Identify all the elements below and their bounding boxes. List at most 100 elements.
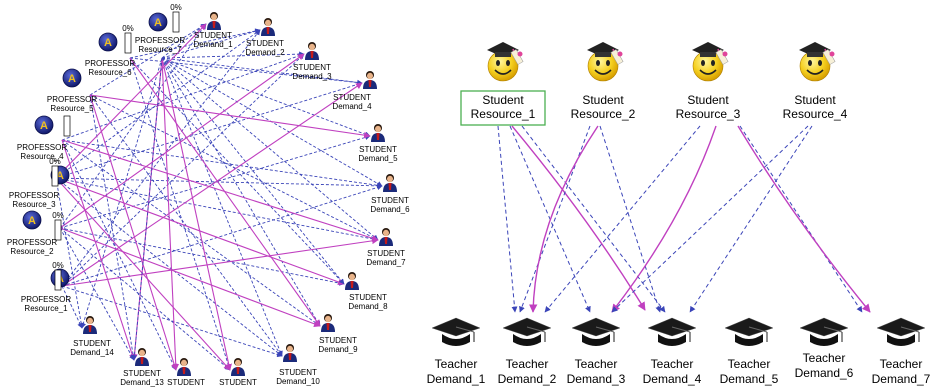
solid-assignment-edge (55, 23, 207, 179)
student-demand-label: Demand_1 (193, 40, 233, 49)
resource-label: Student (482, 93, 524, 107)
graduate-smiley-icon (587, 42, 624, 82)
dashed-assignment-edge (129, 57, 232, 371)
student-person-icon (383, 174, 397, 192)
dashed-assignment-edge (689, 125, 813, 313)
student-person-icon (83, 316, 97, 334)
dashed-assignment-edge (80, 57, 163, 329)
capacity-gauge (51, 165, 59, 187)
capacity-percent-label: 0% (122, 24, 134, 33)
dashed-assignment-edge (59, 23, 207, 229)
dashed-assignment-edge (55, 177, 84, 329)
solid-assignment-edge (89, 94, 178, 371)
student-demand-label: Demand_4 (332, 102, 372, 111)
dashed-assignment-edge (161, 57, 283, 357)
solid-assignment-edge (511, 125, 646, 311)
student-demand-label: Demand_9 (318, 345, 358, 354)
professor-a-icon (22, 210, 42, 230)
student-person-icon (135, 348, 149, 366)
solid-assignment-edge (89, 94, 371, 139)
left-network-panel: APROFESSORResource_70%APROFESSORResource… (7, 3, 410, 387)
professor-resource-label: Resource_3 (12, 200, 56, 209)
graduate-smiley-icon (487, 42, 524, 82)
professor-resource-label: Resource_5 (50, 104, 94, 113)
dashed-assignment-edge (161, 28, 261, 59)
mortarboard-icon (502, 317, 552, 346)
dashed-assignment-edge (161, 51, 305, 59)
student-label: STUDENT (279, 368, 317, 377)
dashed-assignment-edge (161, 57, 379, 241)
dashed-assignment-edge (129, 57, 363, 86)
student-node[interactable]: STUDENT (219, 358, 257, 387)
student-person-icon (379, 228, 393, 246)
demand-name-label: Demand_7 (872, 372, 931, 386)
solid-assignment-edge (55, 177, 345, 286)
resource-name-label: Resource_2 (571, 107, 636, 121)
professor-letter-glyph: A (104, 37, 112, 49)
student-person-icon (321, 314, 335, 332)
student-person-icon (231, 358, 245, 376)
solid-assignment-edge (59, 53, 305, 229)
dashed-assignment-edge (89, 94, 379, 241)
professor-a-icon (34, 115, 54, 135)
capacity-gauge (63, 115, 71, 137)
professor-label: PROFESSOR (85, 59, 135, 68)
selection-box (460, 90, 546, 126)
dashed-assignment-edge (61, 139, 383, 188)
professor-a-icon (98, 32, 118, 52)
dashed-assignment-edge (544, 125, 701, 313)
solid-assignment-edge (61, 82, 363, 287)
demand-name-label: Demand_2 (498, 372, 557, 386)
solid-assignment-edge (61, 237, 379, 287)
dashed-assignment-edge (611, 125, 809, 313)
mortarboard-icon (571, 317, 621, 346)
dashed-assignment-edge (55, 177, 283, 357)
student-label: STUDENT (246, 39, 284, 48)
student-demand-label: Demand_14 (70, 348, 114, 357)
dashed-assignment-edge (739, 125, 863, 313)
dashed-assignment-edge (61, 285, 283, 358)
dashed-assignment-edge (161, 57, 363, 86)
teacher-demand-nodes: TeacherDemand_1TeacherDemand_2TeacherDem… (427, 317, 931, 386)
mortarboard-icon (431, 317, 481, 346)
dashed-assignment-edge (519, 125, 591, 313)
capacity-gauge (54, 269, 62, 291)
dashed-assignment-edge (129, 57, 345, 285)
dashed-assignment-edge (521, 125, 666, 313)
student-node[interactable]: STUDENT (167, 358, 205, 387)
right-network-panel: StudentResource_1StudentResource_2Studen… (427, 42, 931, 386)
solid-assignment-edge (61, 139, 136, 361)
demand-name-label: Demand_6 (795, 366, 854, 380)
student-label: STUDENT (359, 145, 397, 154)
